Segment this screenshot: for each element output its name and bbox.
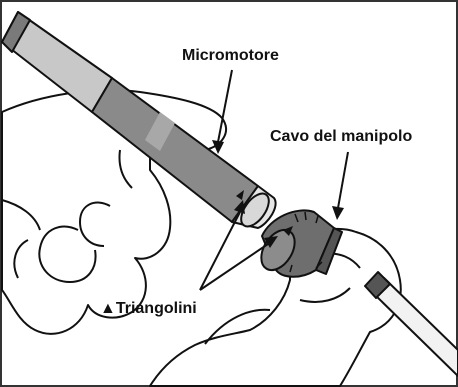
label-triangles: ▲Triangolini [100,300,197,317]
label-handpiece-cable: Cavo del manipolo [270,128,412,145]
label-micromotor: Micromotore [182,47,279,64]
